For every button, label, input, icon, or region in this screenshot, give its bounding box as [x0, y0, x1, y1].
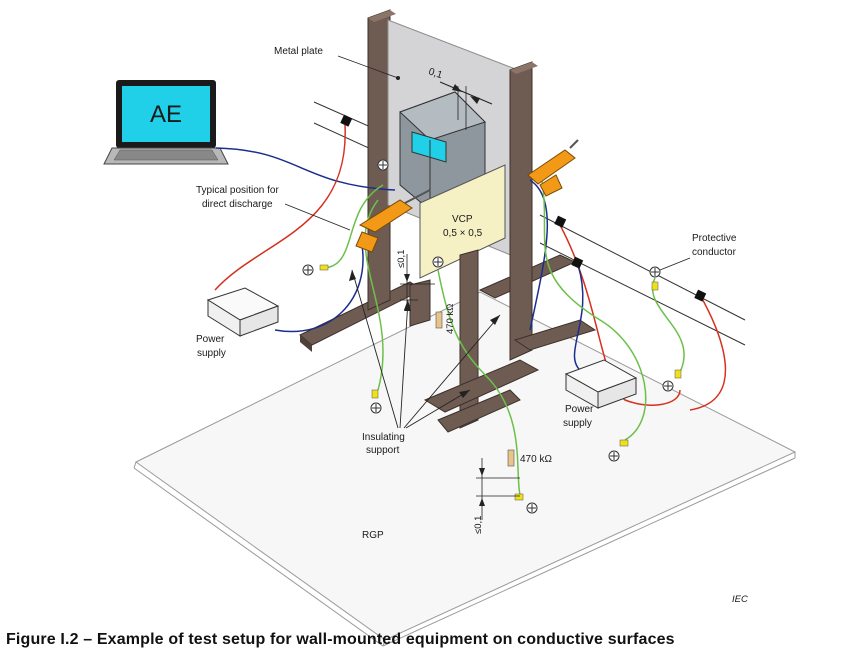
rgp-dimension-label: ≤0,1 [473, 516, 484, 534]
power-supply-left-label-line1: Power [196, 334, 225, 345]
power-supply-right-label-line2: supply [563, 418, 592, 429]
power-supply-left [206, 287, 280, 337]
rgp-label: RGP [362, 530, 384, 541]
esd-gun-right [527, 139, 579, 197]
typical-position-label-line2: direct discharge [202, 199, 273, 210]
vertical-coupling-plane [419, 164, 506, 279]
ground-terminal [302, 159, 674, 514]
typical-position-label-line1: Typical position for [196, 185, 279, 196]
insulating-support-base-mid [513, 319, 597, 351]
power-supply-right-label-line1: Power [565, 404, 594, 415]
iec-mark: IEC [732, 594, 748, 605]
insulating-support-post-left [367, 9, 391, 311]
ae-label: AE [150, 101, 182, 128]
resistor-vcp [435, 311, 443, 329]
vcp-label-line2: 0,5 × 0,5 [443, 228, 483, 239]
vcp-resistor-label: 470 kΩ [445, 304, 456, 334]
figure-caption: Figure I.2 – Example of test setup for w… [6, 631, 675, 648]
vcp-dimension-label: ≤0,1 [396, 250, 407, 268]
protective-conductor-label-line2: conductor [692, 247, 737, 258]
vcp-label-line1: VCP [452, 214, 473, 225]
insulating-support-label-line2: support [366, 445, 400, 456]
eut-screen [411, 131, 447, 163]
dimension-top-label: 0,1 [427, 66, 444, 81]
insulating-support-post-right [509, 61, 533, 361]
insulating-support-base-front [423, 359, 540, 413]
power-supply-right [564, 359, 638, 409]
metal-plate-label: Metal plate [274, 46, 323, 57]
power-supply-left-label-line2: supply [197, 348, 226, 359]
auxiliary-equipment-laptop: AE [103, 80, 229, 165]
protective-conductor-label-line1: Protective [692, 233, 737, 244]
esd-gun-left [355, 189, 431, 253]
resistor-rgp [507, 449, 515, 467]
insulating-support-label-line1: Insulating [362, 432, 405, 443]
rgp-resistor-label: 470 kΩ [520, 454, 552, 465]
